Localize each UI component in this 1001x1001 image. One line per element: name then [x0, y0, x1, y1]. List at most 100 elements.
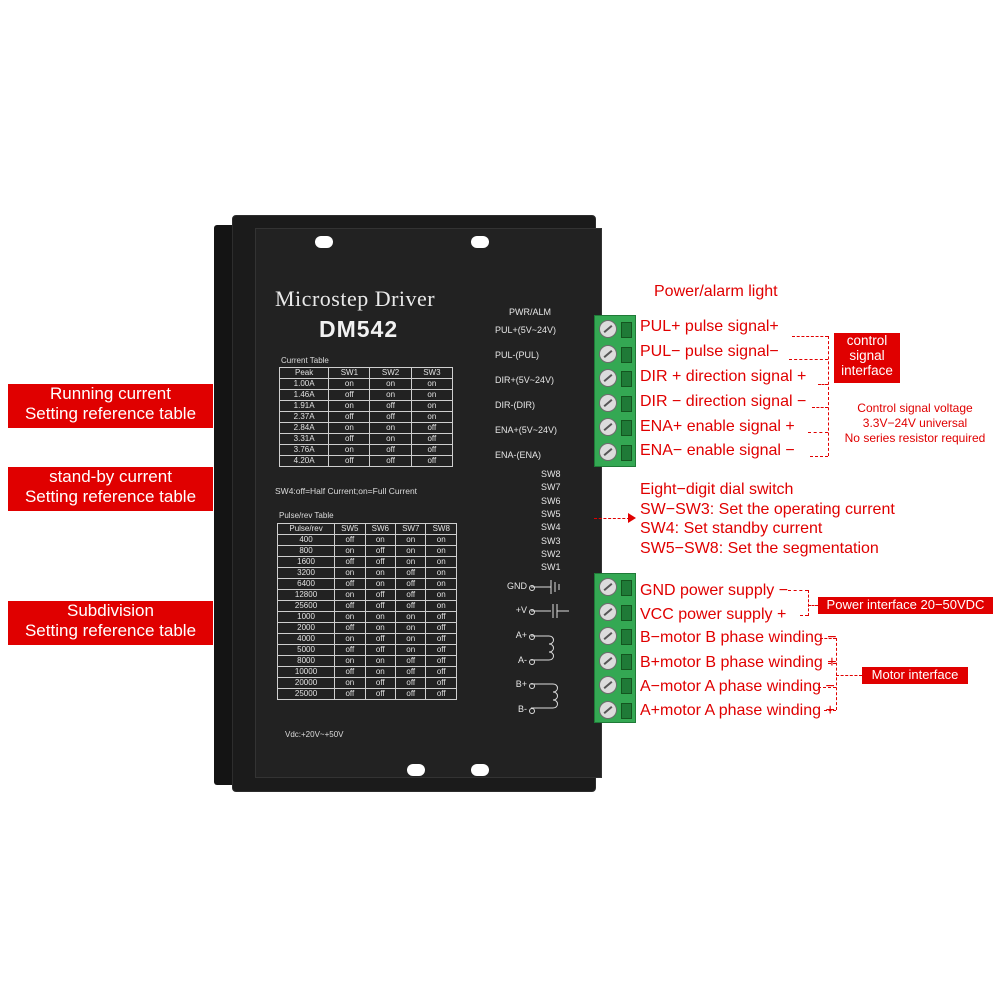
- control-tag-line3: interface: [841, 363, 893, 378]
- table-cell: off: [395, 666, 427, 678]
- table-cell: off: [410, 455, 454, 467]
- table-cell: on: [395, 622, 427, 634]
- table-cell: on: [395, 534, 427, 546]
- signal-annotation: ENA+ enable signal +: [640, 418, 795, 435]
- table-cell: on: [425, 556, 457, 568]
- mounting-slot: [315, 236, 333, 248]
- terminal-clamp: [621, 653, 632, 670]
- terminal-clamp: [621, 604, 632, 621]
- power-pin-label: A-: [518, 655, 527, 665]
- table-cell: on: [425, 534, 457, 546]
- table-cell: on: [364, 567, 397, 579]
- power-alarm-light-label: Power/alarm light: [654, 283, 778, 300]
- annotation-connector: [836, 675, 862, 676]
- table-cell: 20000: [276, 677, 336, 689]
- control-tag-line2: signal: [849, 348, 885, 363]
- table-cell: off: [328, 389, 371, 401]
- table-cell: off: [395, 688, 427, 700]
- table-cell: on: [395, 644, 427, 656]
- table-cell: off: [328, 455, 371, 467]
- signal-annotation: ENA− enable signal −: [640, 442, 795, 459]
- table-cell: 5000: [276, 644, 336, 656]
- table-cell: off: [425, 633, 457, 645]
- table-cell: 3.76A: [278, 444, 330, 456]
- table-header-cell: SW8: [425, 523, 457, 535]
- terminal-screw: [599, 651, 617, 670]
- dip-switch-label: SW6: [541, 495, 561, 506]
- wiring-symbols: [531, 580, 569, 709]
- annotation-connector: [812, 407, 828, 408]
- terminal-screw: [599, 393, 617, 412]
- table-cell: on: [364, 611, 397, 623]
- dip-switch-label: SW2: [541, 548, 561, 559]
- table-header-cell: Peak: [278, 367, 330, 379]
- table-cell: 2000: [276, 622, 336, 634]
- power-pin-label: GND: [507, 581, 527, 591]
- table-cell: 1600: [276, 556, 336, 568]
- table-cell: on: [334, 545, 366, 557]
- table-cell: on: [425, 578, 457, 590]
- table-cell: off: [369, 411, 412, 423]
- table-cell: 3200: [276, 567, 336, 579]
- table-cell: off: [334, 600, 366, 612]
- dip-switch-label: SW4: [541, 522, 561, 533]
- table-cell: off: [328, 411, 371, 423]
- annotation-connector: [789, 359, 828, 360]
- dip-switch-label: SW8: [541, 469, 561, 479]
- terminal-screw: [599, 578, 617, 596]
- mounting-slot: [471, 236, 489, 248]
- annotation-connector: [808, 605, 818, 606]
- stepper-driver-device: Microstep Driver DM542 Current Table Pea…: [214, 215, 636, 792]
- table-cell: 1.00A: [278, 378, 330, 390]
- terminal-clamp: [621, 395, 632, 412]
- dial-annotation: Eight−digit dial switch: [640, 481, 794, 498]
- table-cell: off: [425, 666, 457, 678]
- annotation-connector: [808, 432, 828, 433]
- table-cell: on: [328, 400, 371, 412]
- table-cell: off: [364, 688, 397, 700]
- annotation-connector: [828, 663, 836, 664]
- signal-pin-label: DIR+(5V~24V): [495, 375, 555, 385]
- table-cell: off: [395, 600, 427, 612]
- annotation-connector: [818, 687, 836, 688]
- power-annotation: GND power supply −: [640, 582, 789, 599]
- mounting-slot: [407, 764, 425, 776]
- table-cell: off: [334, 644, 366, 656]
- motor-annotation: B−motor B phase winding −: [640, 629, 837, 646]
- table-cell: off: [425, 622, 457, 634]
- power-annotation: VCC power supply +: [640, 606, 787, 623]
- terminal-clamp: [621, 346, 632, 363]
- table-cell: on: [364, 655, 397, 667]
- table-cell: on: [334, 633, 366, 645]
- table-cell: 3.31A: [278, 433, 330, 445]
- pin-dot: [529, 634, 535, 640]
- table-cell: off: [364, 545, 397, 557]
- table-cell: off: [334, 578, 366, 590]
- table-cell: 4000: [276, 633, 336, 645]
- table-cell: on: [334, 567, 366, 579]
- signal-annotation: PUL+ pulse signal+: [640, 318, 779, 335]
- table-cell: off: [334, 534, 366, 546]
- dip-switch-label: SW3: [541, 535, 561, 546]
- table-cell: off: [369, 400, 412, 412]
- table-cell: off: [364, 556, 397, 568]
- control-note-line2: 3.3V−24V universal: [862, 416, 968, 430]
- mounting-slot: [471, 764, 489, 776]
- table-cell: 25600: [276, 600, 336, 612]
- standby-current-box: stand-by current Setting reference table: [8, 467, 213, 511]
- dip-switch-label: SW1: [541, 562, 561, 573]
- current-table-title: Current Table: [281, 356, 329, 365]
- motor-annotation: A−motor A phase winding −: [640, 678, 835, 695]
- table-cell: off: [369, 444, 412, 456]
